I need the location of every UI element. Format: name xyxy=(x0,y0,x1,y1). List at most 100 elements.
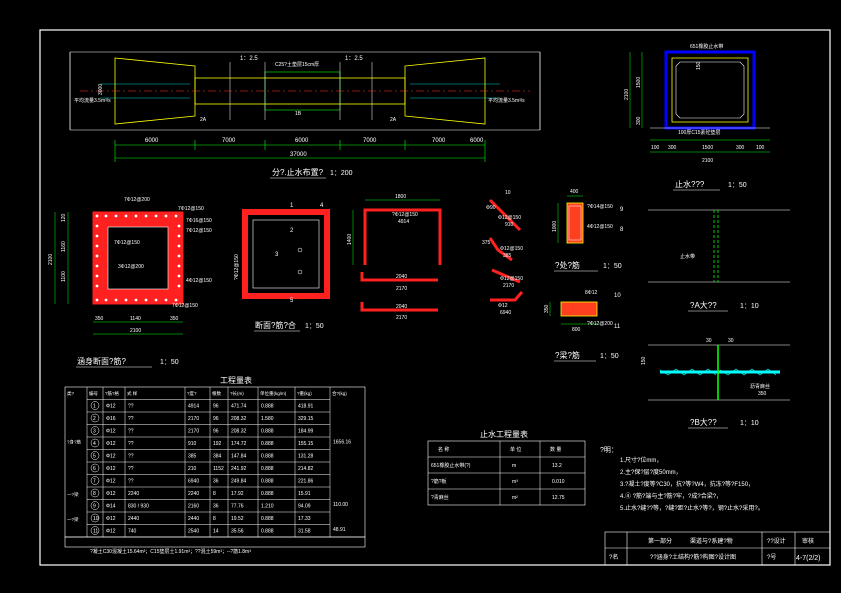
plan-slope-right: 1：2.5 xyxy=(345,56,363,62)
rebar-number-circle xyxy=(90,401,100,410)
quantity-cell: 131.28 xyxy=(298,454,314,460)
quantity-cell: 8 xyxy=(213,491,216,497)
quantity-cell: 1.210 xyxy=(261,504,274,510)
quantity-cell: 0.888 xyxy=(261,516,274,522)
tb-name-label: ?名 xyxy=(609,553,618,561)
quantity-cell: Φ12 xyxy=(106,479,116,485)
quantity-total: 1656.16 xyxy=(333,439,351,445)
quantity-cell: 96 xyxy=(213,416,219,422)
rebar-number-circle xyxy=(90,501,100,510)
quantity-header: ?重(kg) xyxy=(297,390,312,396)
plan-seg-6: 6000 xyxy=(470,138,484,144)
quantity-cell: 830 / 930 xyxy=(128,504,149,510)
quantity-header: ?长(m) xyxy=(230,390,244,397)
stop-header: 数 量 xyxy=(550,446,561,453)
rebar-number-circle xyxy=(90,413,100,423)
plan-seg-4: 7000 xyxy=(363,138,377,144)
quantity-cell: 174.72 xyxy=(231,441,247,447)
beam-title: ?处?筋 xyxy=(555,260,580,270)
quantity-cell: 2540 xyxy=(188,529,199,535)
plan-flow-right: 平均流量3.5m³/s xyxy=(488,97,525,104)
quantity-cell: 418.91 xyxy=(298,404,314,410)
quantity-cell: 0.888 xyxy=(261,491,274,497)
culvert-section xyxy=(629,50,770,153)
rebar-number-circle xyxy=(90,438,100,448)
quantity-cell: 94.09 xyxy=(298,504,311,510)
dist-num-2: 2 xyxy=(290,228,294,234)
joint-b-label-3: 沥青麻丝 xyxy=(750,383,770,390)
joint-b xyxy=(648,344,790,401)
quantity-cell: 329.15 xyxy=(298,416,314,422)
quantity-cell: 4914 xyxy=(188,404,199,410)
plan-seg-5: 7000 xyxy=(432,138,446,144)
quantity-cell: 10 xyxy=(93,516,99,522)
quantity-cell: 35.56 xyxy=(231,529,244,535)
stop-cell: ?筋?板 xyxy=(431,478,447,485)
beam2-scale: 1：50 xyxy=(600,353,619,360)
section-label-0: 7Φ12@200 xyxy=(124,197,150,203)
joint-a-title: ?A大?? xyxy=(690,300,717,310)
quantity-cell: Φ12 xyxy=(106,429,116,435)
quantity-cell: Φ12 xyxy=(106,454,116,460)
beam2-title: ?梁?筋 xyxy=(555,350,580,360)
quantity-cell: 17.92 xyxy=(231,491,244,497)
detail-seg1b: 2170 xyxy=(396,286,407,292)
section-label-2: 7Φ16@150 xyxy=(186,218,212,224)
stop-header: 名 称 xyxy=(438,446,449,453)
quantity-cell: 471.74 xyxy=(231,404,247,410)
quantity-cell: 1 xyxy=(93,404,96,410)
beam2-h: 350 xyxy=(544,304,550,313)
joint-b-label-1: 150 xyxy=(641,356,647,365)
quantity-cell: 208.32 xyxy=(231,416,247,422)
quantity-cell: 15.91 xyxy=(298,491,311,497)
section-bottom-dim-0: 350 xyxy=(95,316,104,322)
quantity-table: 类?编号?筋?格式 样?度?根数?长(m)单位重(kg/m)?重(kg)合?(k… xyxy=(64,386,366,548)
note-2: 2.主?保?层?度50mm， xyxy=(620,468,682,476)
detail-top-len: 4914 xyxy=(398,219,409,225)
culvert-inner-label: 150 xyxy=(696,61,702,70)
stop-cell: m xyxy=(512,463,516,469)
joint-b-label-4: 350 xyxy=(758,391,767,397)
section-title: 涵身断面?筋? xyxy=(77,356,126,366)
detail-seg2b: 2170 xyxy=(396,315,407,321)
beam2-num-0: 10 xyxy=(614,293,621,299)
joint-b-title: ?B大?? xyxy=(690,417,717,427)
quantity-title: 工程量表 xyxy=(220,375,252,385)
detail-seg2: 2040 xyxy=(396,304,407,310)
plan-view xyxy=(69,51,541,162)
quantity-cell: 5 xyxy=(93,454,96,460)
plan-center-note: C25?土垫层15cm厚 xyxy=(275,61,319,68)
section-bottom-dim-1: 1140 xyxy=(130,316,141,322)
bar-3-len: 6940 xyxy=(500,310,511,316)
quantity-cell: 31.58 xyxy=(298,529,311,535)
section-left-dim-2: 1160 xyxy=(61,241,67,252)
quantity-cell: 384 xyxy=(213,454,222,460)
quantity-cell: 2440 xyxy=(188,516,199,522)
quantity-cell: 0.888 xyxy=(261,441,274,447)
quantity-cell: 1152 xyxy=(213,466,224,472)
culvert-dim-bottom-3: 300 xyxy=(736,145,745,151)
beam-scale: 1：50 xyxy=(603,263,622,270)
bar-0-t: Φ90 xyxy=(486,205,496,211)
quantity-header: 式 样 xyxy=(127,390,138,397)
quantity-cell: 740 xyxy=(128,529,137,535)
bar-1-l: Φ12@150 xyxy=(500,246,523,252)
section-label-5: 3Φ12@200 xyxy=(118,264,144,270)
section-label-3: 7Φ12@150 xyxy=(186,228,212,234)
culvert-dim-bottom-4: 100 xyxy=(756,145,765,151)
quantity-footer: ?凝土C30混凝土15.64m³；C15垫层土1.91m³；??混土59m³；-… xyxy=(90,548,251,555)
joint-a xyxy=(648,209,790,283)
section-label-7: 7Φ12@150 xyxy=(172,303,198,309)
quantity-header: ?筋?格 xyxy=(105,390,120,397)
plan-seg-3: 6000 xyxy=(295,138,309,144)
quantity-cell: 6940 xyxy=(188,479,199,485)
note-4: 4.④ ?筋?端与主?筋?牢，?成?合梁?， xyxy=(620,492,722,500)
beam2-num-1: 11 xyxy=(614,324,621,330)
section-scale: 1：50 xyxy=(160,359,179,366)
quantity-header: 根数 xyxy=(212,390,221,397)
detail-height: 1400 xyxy=(347,234,353,245)
quantity-cell: 184.99 xyxy=(298,429,314,435)
stop-cell: m² xyxy=(512,495,518,501)
